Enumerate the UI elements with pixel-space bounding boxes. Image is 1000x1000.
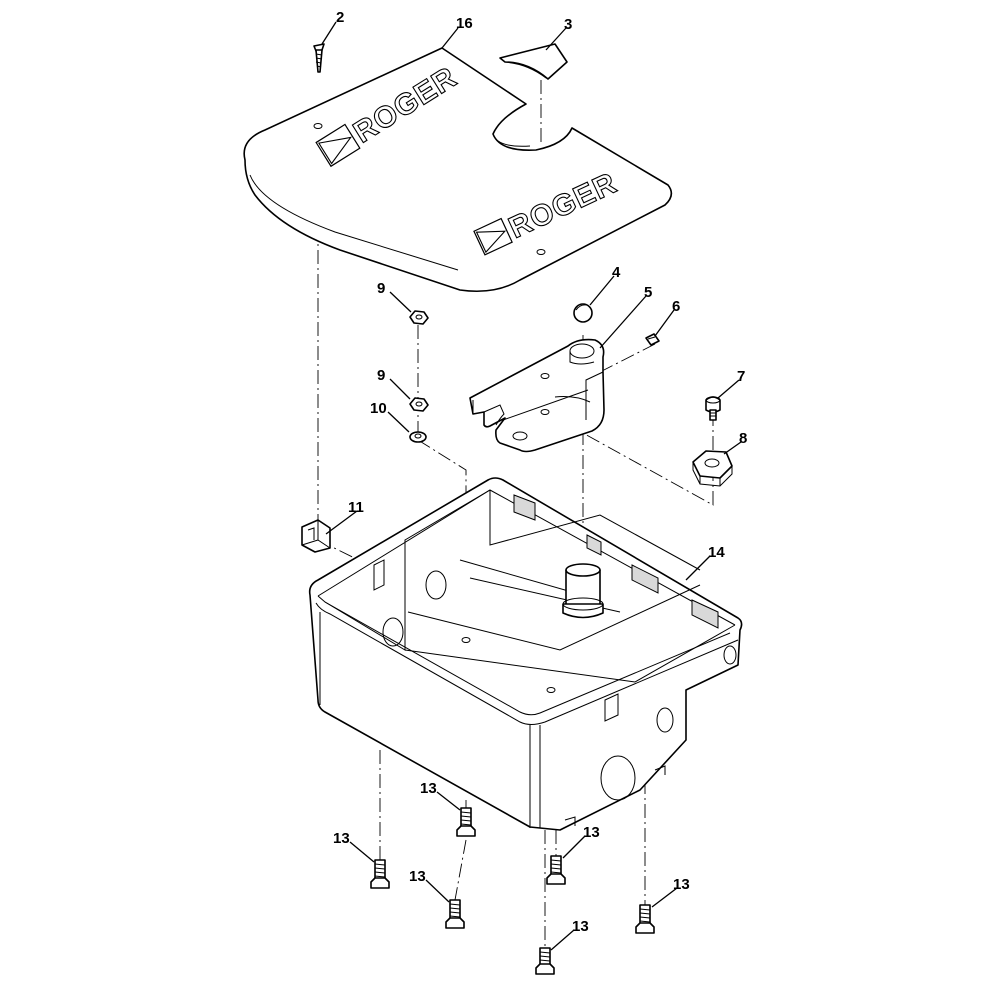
callout-3: 3 bbox=[564, 16, 572, 33]
callout-10: 10 bbox=[370, 400, 387, 417]
foundation-box bbox=[308, 477, 743, 831]
cover-plate: ROGER ROGER bbox=[243, 47, 673, 293]
cover-screw bbox=[313, 43, 325, 73]
callout-11: 11 bbox=[348, 499, 364, 516]
callout-4: 4 bbox=[612, 264, 621, 281]
callout-9-upper: 9 bbox=[377, 280, 385, 297]
callout-13-f: 13 bbox=[572, 918, 589, 935]
callout-13-a: 13 bbox=[420, 780, 437, 797]
socket-screw bbox=[705, 396, 721, 421]
callout-14: 14 bbox=[708, 544, 725, 561]
callout-2: 2 bbox=[336, 9, 344, 26]
cable-clip bbox=[301, 519, 331, 553]
callout-13-d: 13 bbox=[409, 868, 426, 885]
callout-13-b: 13 bbox=[333, 830, 350, 847]
release-lever bbox=[469, 338, 605, 453]
bolt-2 bbox=[456, 807, 476, 837]
callout-9-lower: 9 bbox=[377, 367, 385, 384]
nut-lower bbox=[409, 397, 429, 412]
callout-7: 7 bbox=[737, 368, 745, 385]
hex-nut-large bbox=[692, 450, 733, 487]
ball-part bbox=[573, 303, 593, 323]
washer bbox=[409, 431, 427, 443]
bolt-3 bbox=[546, 855, 566, 885]
callout-16: 16 bbox=[456, 15, 473, 32]
nut-upper bbox=[409, 310, 429, 325]
callout-13-c: 13 bbox=[583, 824, 600, 841]
leader-lines bbox=[321, 21, 742, 951]
small-screw bbox=[645, 333, 660, 346]
callout-6: 6 bbox=[672, 298, 680, 315]
callout-5: 5 bbox=[644, 284, 652, 301]
bolt-4 bbox=[445, 899, 465, 929]
bolt-5 bbox=[635, 904, 655, 934]
bolt-6 bbox=[535, 947, 555, 975]
cover-cap bbox=[499, 43, 568, 80]
callout-13-e: 13 bbox=[673, 876, 690, 893]
bolt-1 bbox=[370, 859, 390, 889]
callouts: 2 16 3 4 5 6 7 8 9 9 10 11 14 13 13 13 1… bbox=[333, 9, 747, 935]
callout-8: 8 bbox=[739, 430, 747, 447]
